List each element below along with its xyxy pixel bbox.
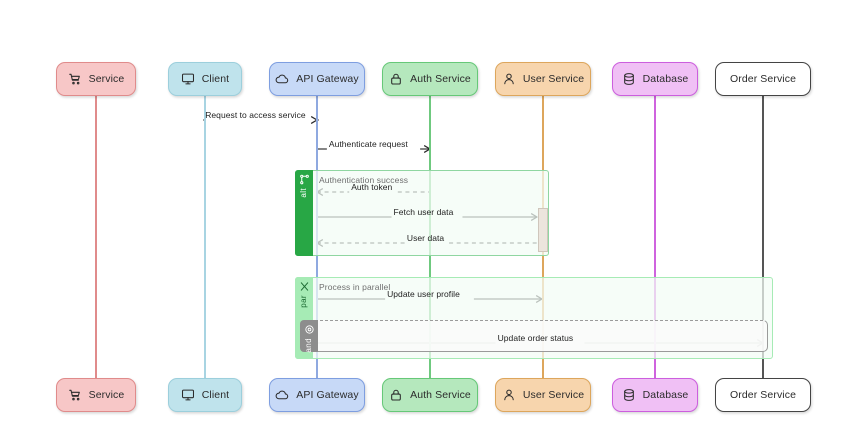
- participant-label: User Service: [522, 388, 585, 401]
- participant-label: Order Service: [729, 388, 797, 401]
- lifeline-client: [204, 96, 206, 378]
- participant-label: Database: [642, 388, 689, 401]
- cloud-icon: [275, 388, 289, 402]
- participant-label: API Gateway: [296, 72, 359, 85]
- fork-icon: [299, 281, 310, 292]
- participant-service-bottom[interactable]: Service: [56, 378, 136, 412]
- activation-bar-user-service: [538, 208, 548, 252]
- fragment-operator-label: par: [299, 295, 308, 308]
- participant-auth-service-top[interactable]: Auth Service: [382, 62, 478, 96]
- participant-service-top[interactable]: Service: [56, 62, 136, 96]
- message-label-msg-user-data: User data: [406, 233, 445, 243]
- monitor-icon: [181, 388, 195, 402]
- participant-label: Auth Service: [410, 72, 471, 85]
- message-label-msg-fetch-user-data: Fetch user data: [393, 207, 454, 217]
- participant-database-bottom[interactable]: Database: [612, 378, 698, 412]
- fragment-title: Process in parallel: [319, 282, 391, 292]
- fragment-operator-label: and: [304, 338, 313, 353]
- gear-icon: [304, 324, 315, 335]
- participant-auth-service-bottom[interactable]: Auth Service: [382, 378, 478, 412]
- database-icon: [622, 72, 636, 86]
- participant-api-gateway-top[interactable]: API Gateway: [269, 62, 365, 96]
- participant-database-top[interactable]: Database: [612, 62, 698, 96]
- fragment-operator-label: alt: [299, 188, 308, 198]
- lifeline-order-service: [762, 96, 764, 378]
- message-label-msg-auth-token: Auth token: [351, 182, 393, 192]
- lifeline-service: [95, 96, 97, 378]
- participant-label: Database: [642, 72, 689, 85]
- branch-icon: [299, 174, 310, 185]
- participant-label: Client: [201, 72, 230, 85]
- lock-icon: [389, 388, 403, 402]
- fragment-title: Authentication success: [319, 175, 409, 185]
- participant-user-service-bottom[interactable]: User Service: [495, 378, 591, 412]
- fragment-tab-alt[interactable]: alt: [295, 170, 313, 256]
- lock-icon: [389, 72, 403, 86]
- message-label-msg-request-access: Request to access service: [205, 110, 306, 120]
- person-icon: [502, 72, 516, 86]
- participant-label: Service: [88, 72, 125, 85]
- participant-label: Order Service: [729, 72, 797, 85]
- participant-label: Client: [201, 388, 230, 401]
- message-label-msg-authenticate: Authenticate request: [328, 139, 408, 149]
- participant-client-top[interactable]: Client: [167, 62, 243, 96]
- participant-label: Service: [88, 388, 125, 401]
- participant-order-service-bottom[interactable]: Order Service: [715, 378, 811, 412]
- cloud-icon: [275, 72, 289, 86]
- message-label-msg-update-user-profile: Update user profile: [387, 289, 460, 299]
- shopping-cart-icon: [68, 72, 82, 86]
- participant-label: API Gateway: [296, 388, 359, 401]
- participant-label: User Service: [522, 72, 585, 85]
- fragment-and[interactable]: [300, 320, 768, 352]
- fragment-tab-and[interactable]: and: [300, 320, 318, 353]
- participant-client-bottom[interactable]: Client: [167, 378, 243, 412]
- lifeline-database: [654, 96, 656, 378]
- message-label-msg-update-order-status: Update order status: [497, 333, 574, 343]
- person-icon: [502, 388, 516, 402]
- participant-user-service-top[interactable]: User Service: [495, 62, 591, 96]
- participant-label: Auth Service: [410, 388, 471, 401]
- participant-order-service-top[interactable]: Order Service: [715, 62, 811, 96]
- participant-api-gateway-bottom[interactable]: API Gateway: [269, 378, 365, 412]
- monitor-icon: [181, 72, 195, 86]
- shopping-cart-icon: [68, 388, 82, 402]
- fragment-alt[interactable]: [295, 170, 549, 256]
- database-icon: [622, 388, 636, 402]
